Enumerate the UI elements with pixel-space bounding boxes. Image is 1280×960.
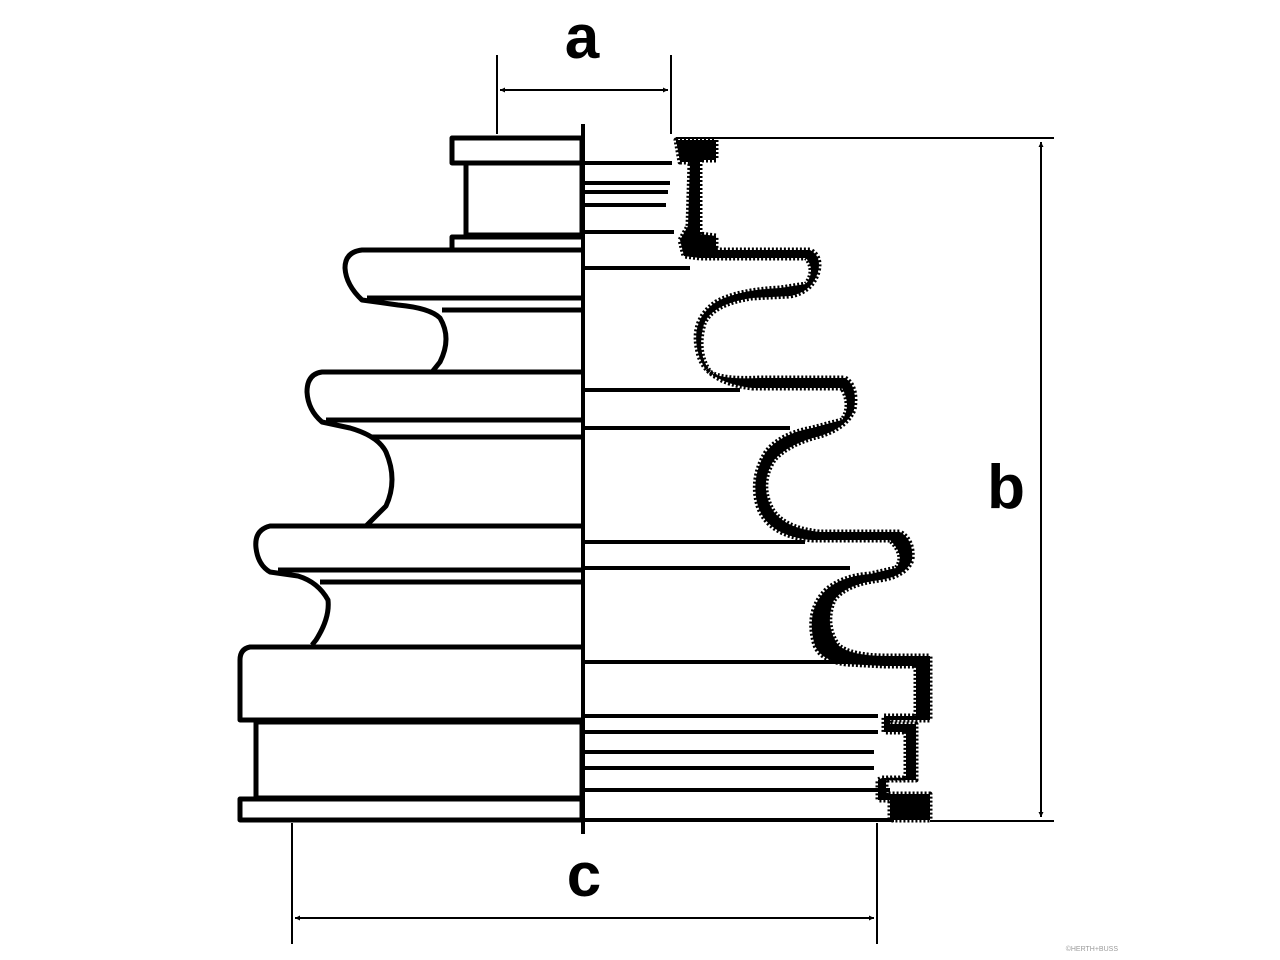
watermark-text: ©HERTH+BUSS bbox=[1066, 945, 1119, 953]
dimension-a-label: a bbox=[565, 3, 600, 72]
dimension-b-label: b bbox=[987, 453, 1025, 522]
dimension-c bbox=[291, 823, 878, 944]
dimension-b bbox=[676, 137, 1054, 822]
boot-left-outline bbox=[237, 135, 585, 823]
dimension-c-label: c bbox=[567, 841, 601, 910]
boot-wall-section bbox=[673, 137, 933, 823]
dimension-a bbox=[496, 55, 672, 134]
boot-right-section bbox=[584, 137, 933, 823]
